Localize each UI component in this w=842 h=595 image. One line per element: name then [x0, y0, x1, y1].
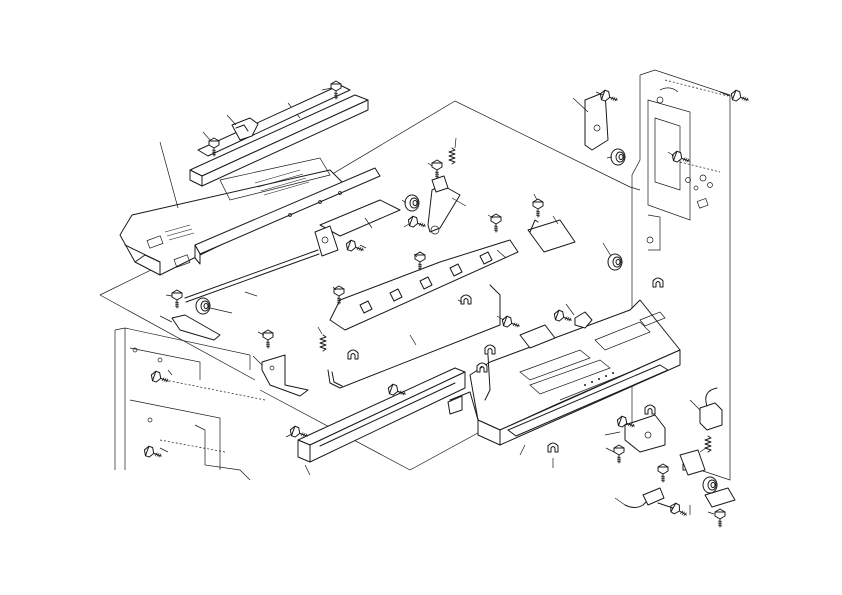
clamp-icon: [652, 277, 664, 288]
screw-icon: [500, 314, 522, 332]
pick-lever: [159, 314, 221, 341]
upper-guide-rail: [189, 94, 369, 187]
left-lower-frame: [114, 327, 266, 481]
spring-icon: [448, 147, 456, 165]
lower-right-rail: [507, 364, 669, 437]
screw-icon: [532, 198, 544, 218]
bushing-icon: [404, 194, 420, 212]
actuator-rod: [327, 284, 501, 389]
bushing-icon: [702, 476, 718, 494]
guide-clip: [565, 303, 593, 329]
actuator-flag: [519, 324, 556, 349]
solenoid-sensor: [689, 387, 723, 431]
screw-icon: [670, 149, 692, 167]
clamp-icon: [347, 349, 359, 360]
screw-icon: [729, 88, 751, 106]
slider-bar: [314, 199, 401, 257]
left-hinge-bracket: [252, 354, 309, 397]
spring-icon: [319, 334, 327, 352]
screw-icon: [149, 369, 171, 387]
clamp-icon: [484, 344, 496, 355]
feed-clutch-bracket: [604, 414, 666, 453]
drive-shaft: [184, 249, 320, 303]
screw-icon: [171, 289, 183, 309]
screw-icon: [657, 463, 669, 483]
rail-strip: [197, 84, 351, 157]
lever-holder: [431, 175, 449, 193]
wire-harness: [614, 487, 665, 508]
harness-bracket: [704, 487, 736, 508]
stopper-bracket: [679, 449, 706, 476]
screw-icon: [714, 508, 726, 528]
bushing-icon: [195, 297, 211, 315]
spring-icon: [704, 435, 712, 453]
release-lever: [427, 184, 467, 235]
screw-icon: [262, 329, 274, 349]
slide-shaft: [194, 167, 381, 265]
screw-icon: [552, 308, 574, 326]
screw-icon: [431, 159, 443, 179]
clamp-icon: [547, 442, 559, 453]
screw-icon: [613, 444, 625, 464]
screw-icon: [142, 444, 164, 462]
left-base-plate: [119, 141, 346, 276]
screw-icon: [490, 213, 502, 233]
screw-icon: [344, 238, 366, 256]
screw-icon: [406, 214, 428, 232]
sensor-bracket: [527, 215, 576, 253]
clamp-icon: [460, 294, 472, 305]
screw-icon: [667, 501, 690, 520]
lower-left-rail: [297, 367, 466, 476]
bushing-icon: [607, 253, 623, 271]
gear-bracket: [572, 91, 609, 151]
screw-icon: [414, 251, 426, 271]
bushing-icon: [610, 148, 626, 166]
stopper-clip: [226, 114, 259, 141]
middle-guide-plate: [329, 239, 519, 331]
clamp-icon: [644, 404, 656, 415]
